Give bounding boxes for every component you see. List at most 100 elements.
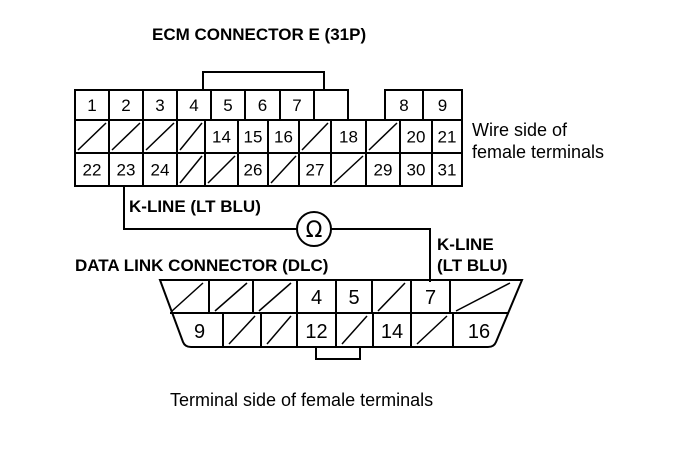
pin-number: 30 xyxy=(407,161,426,180)
dlc-connector xyxy=(158,279,524,360)
ecm-pin-cell: 6 xyxy=(258,90,281,120)
ecm-pin-cell: 15 xyxy=(244,120,269,153)
pin-number: 15 xyxy=(244,128,263,147)
empty-cavity-slash xyxy=(228,315,256,345)
ecm-pin-cell xyxy=(270,153,300,186)
ecm-pin-cell: 26 xyxy=(244,153,269,186)
dlc-pin-cell: 5 xyxy=(348,280,373,313)
empty-cavity-slash xyxy=(301,122,329,151)
ecm-pin-cell: 29 xyxy=(374,153,401,186)
pin-number: 29 xyxy=(374,161,393,180)
empty-cavity-slash xyxy=(266,315,292,345)
pin-number: 31 xyxy=(438,161,457,180)
pin-number: 5 xyxy=(223,96,232,115)
empty-cavity-slash xyxy=(179,155,203,184)
ecm-pin-cell: 9 xyxy=(438,90,463,120)
empty-cavity-slash xyxy=(455,282,511,312)
pin-number: 1 xyxy=(87,96,96,115)
ecm-pin-cell xyxy=(333,153,367,186)
pin-number: 23 xyxy=(117,161,136,180)
dlc-pin-cell: 14 xyxy=(381,313,412,347)
pin-number: 5 xyxy=(348,287,359,309)
pin-number: 24 xyxy=(151,161,170,180)
ohm-symbol: Ω xyxy=(306,218,323,243)
ecm-pin-cell: 7 xyxy=(292,90,315,120)
empty-cavity-slash xyxy=(171,282,204,312)
wire-side-label-line2: female terminals xyxy=(472,142,604,162)
ecm-pin-cell: 30 xyxy=(407,153,433,186)
ohmmeter: Ω xyxy=(296,211,332,247)
wire-side-label-line1: Wire side of xyxy=(472,120,568,140)
pin-number: 18 xyxy=(339,128,358,147)
ecm-pin-cell: 24 xyxy=(151,153,178,186)
pin-number: 12 xyxy=(305,321,327,343)
ecm-pin-cell: 20 xyxy=(407,120,433,153)
dlc-pin-cell: 12 xyxy=(305,313,337,347)
empty-cavity-slash xyxy=(377,282,406,312)
pin-number: 16 xyxy=(274,128,293,147)
dlc-outline xyxy=(158,279,524,348)
terminal-side-label: Terminal side of female terminals xyxy=(170,390,433,410)
k-line-wiring xyxy=(123,186,431,282)
ecm-pin-cell: 2 xyxy=(121,90,144,120)
dlc-pin-cell: 4 xyxy=(311,280,337,313)
ecm-pin-cell: 14 xyxy=(212,120,239,153)
dlc-pin-cell xyxy=(171,280,210,313)
ecm-connector-title: ECM CONNECTOR E (31P) xyxy=(152,25,366,44)
ecm-pin-cell xyxy=(145,120,178,153)
dlc-title: DATA LINK CONNECTOR (DLC) xyxy=(75,256,328,275)
ecm-connector-tab xyxy=(202,71,325,90)
ecm-pin-cell: 21 xyxy=(438,120,463,153)
empty-cavity-slash xyxy=(77,122,107,151)
ecm-pin-cell xyxy=(77,120,110,153)
pin-number: 4 xyxy=(311,287,322,309)
ecm-pin-cell: 18 xyxy=(339,120,367,153)
ecm-pin-cell xyxy=(301,120,332,153)
dlc-pin-cell: 9 xyxy=(194,313,224,347)
k-line-label-right-line2: (LT BLU) xyxy=(437,256,508,275)
empty-cavity-slash xyxy=(258,282,292,312)
ecm-pin-cell: 1 xyxy=(87,90,110,120)
empty-cavity-slash xyxy=(207,155,236,184)
pin-number: 2 xyxy=(121,96,130,115)
pin-number: 27 xyxy=(306,161,325,180)
dlc-pin-cell xyxy=(258,280,298,313)
dlc-tab xyxy=(315,346,361,360)
empty-cavity-slash xyxy=(270,155,297,184)
ecm-pin-cell: 22 xyxy=(83,153,110,186)
pin-number: 7 xyxy=(425,287,436,309)
dlc-pin-cell xyxy=(341,313,374,347)
ecm-pin-cell xyxy=(368,120,401,153)
pin-number: 26 xyxy=(244,161,263,180)
dlc-pin-cell: 16 xyxy=(468,321,490,343)
empty-cavity-slash xyxy=(179,122,203,151)
dlc-cells: 4 5 7 9 12 14 16 xyxy=(171,280,511,347)
dlc-pin-cell xyxy=(266,313,298,347)
dlc-pin-cell xyxy=(214,280,254,313)
pin-number: 6 xyxy=(258,96,267,115)
k-line-wire-left xyxy=(123,186,297,230)
k-line-label-left: K-LINE (LT BLU) xyxy=(129,197,261,216)
pin-number: 20 xyxy=(407,128,426,147)
ecm-pin-cell: 31 xyxy=(438,153,463,186)
pin-number: 22 xyxy=(83,161,102,180)
empty-cavity-slash xyxy=(111,122,141,151)
ecm-pin-cell: 4 xyxy=(189,90,212,120)
pin-number: 7 xyxy=(292,96,301,115)
ecm-pin-cell: 5 xyxy=(223,90,246,120)
empty-cavity-slash xyxy=(145,122,175,151)
ecm-pin-cell xyxy=(179,120,206,153)
ohmmeter-icon xyxy=(296,211,332,247)
ecm-pin-cell xyxy=(111,120,144,153)
empty-cavity-slash xyxy=(333,155,364,184)
pin-number: 9 xyxy=(438,96,447,115)
empty-cavity-slash xyxy=(368,122,398,151)
pin-number: 16 xyxy=(468,321,490,343)
pin-number: 21 xyxy=(438,128,457,147)
dlc-pin-cell xyxy=(377,280,412,313)
empty-cavity-slash xyxy=(416,315,448,345)
ecm-pin-cell: 16 xyxy=(274,120,300,153)
k-line-wire-right xyxy=(331,228,431,282)
